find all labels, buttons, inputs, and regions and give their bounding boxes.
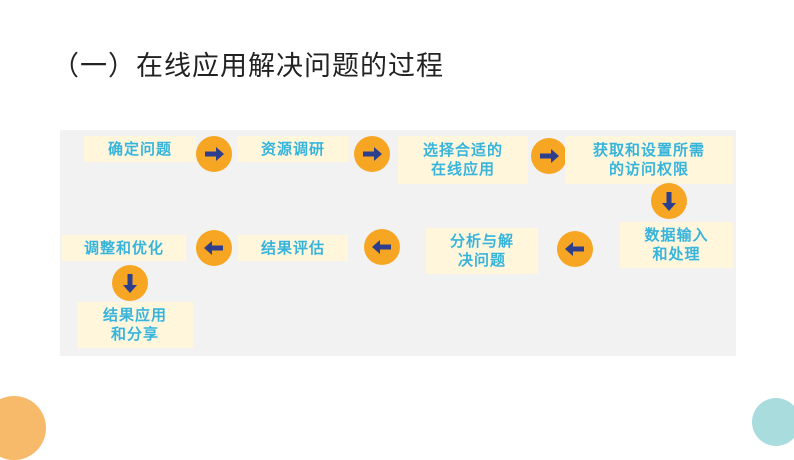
page-title: （一）在线应用解决问题的过程 [52,51,444,82]
step-resource-research: 资源调研 [237,136,349,162]
arrow-right-icon [354,136,390,172]
arrow-right-icon [531,138,567,174]
decorative-circle-orange [0,396,46,460]
step-label: 分析与解 决问题 [449,232,514,269]
step-label: 获取和设置所需 的访问权限 [592,141,705,178]
step-data-input: 数据输入 和处理 [620,222,733,268]
arrow-down-icon [651,183,687,219]
step-label: 数据输入 和处理 [644,226,709,263]
step-label: 选择合适的 在线应用 [422,141,503,178]
arrow-right-icon [196,136,232,172]
arrow-left-icon [557,231,593,267]
step-access-permissions: 获取和设置所需 的访问权限 [565,136,733,184]
step-result-evaluation: 结果评估 [238,235,348,261]
arrow-left-icon [196,230,232,266]
arrow-left-icon [364,229,400,265]
arrow-down-icon [112,265,148,301]
decorative-circle-teal [752,398,794,446]
step-adjust-optimize: 调整和优化 [62,235,186,261]
step-label: 调整和优化 [83,238,164,257]
step-define-problem: 确定问题 [84,136,196,162]
step-select-app: 选择合适的 在线应用 [398,136,528,184]
step-label: 结果评估 [260,238,325,257]
step-label: 结果应用 和分享 [102,306,167,343]
step-label: 资源调研 [260,139,325,158]
step-analyze-solve: 分析与解 决问题 [426,228,538,274]
step-label: 确定问题 [107,139,172,158]
step-apply-share: 结果应用 和分享 [77,302,193,348]
